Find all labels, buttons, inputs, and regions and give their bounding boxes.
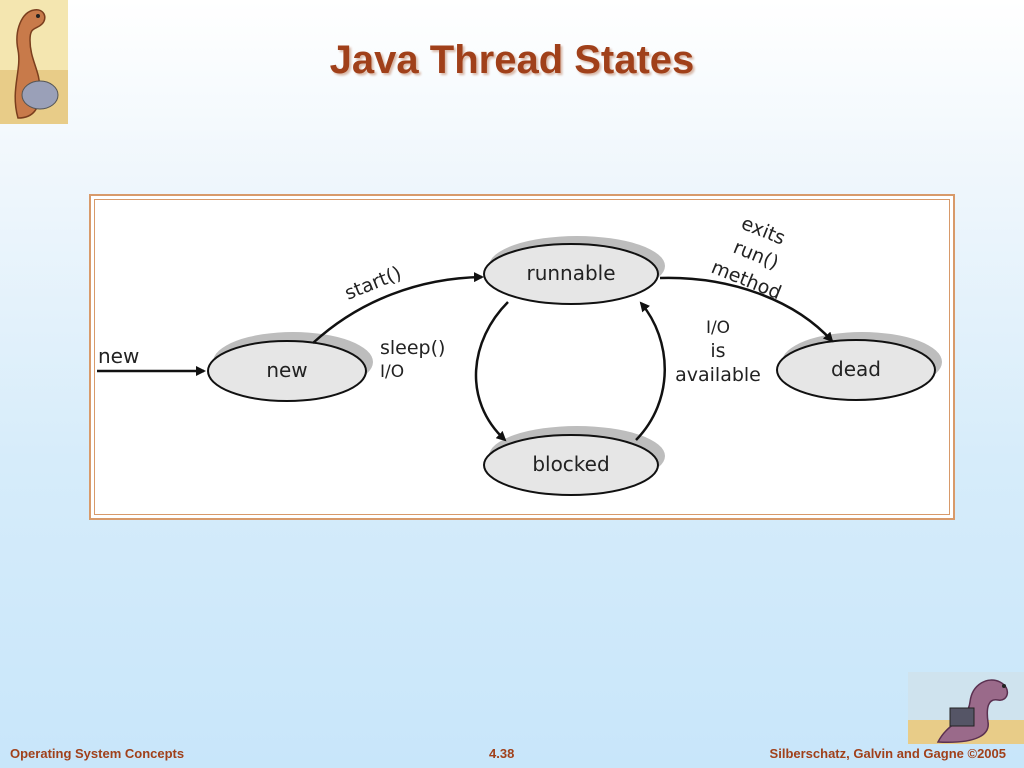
io-label-line3: available xyxy=(675,364,761,386)
state-new-label: new xyxy=(266,358,307,382)
state-runnable-label: runnable xyxy=(526,261,615,285)
sleep-arrow xyxy=(474,301,509,442)
state-blocked-label: blocked xyxy=(532,452,609,476)
entry-label: new xyxy=(98,344,139,368)
slide-title: Java Thread States xyxy=(329,38,695,82)
io-label-line1: I/O xyxy=(706,318,730,338)
state-dead-label: dead xyxy=(831,357,881,381)
footer-copyright: Silberschatz, Galvin and Gagne ©2005 xyxy=(769,746,1006,761)
exits-arrow xyxy=(659,276,834,343)
io-label-line2: is xyxy=(710,340,725,362)
start-arrow xyxy=(312,272,484,344)
footer-course: Operating System Concepts xyxy=(10,746,185,761)
footer-page-number: 4.38 xyxy=(489,746,515,761)
sleep-label-line2: I/O xyxy=(380,362,404,382)
state-runnable-node xyxy=(483,243,659,305)
state-new-node xyxy=(207,340,367,402)
dinosaur-logo-bottom-right xyxy=(908,672,1024,744)
state-dead-node xyxy=(776,339,936,401)
diagram-inner-border xyxy=(94,199,950,515)
state-blocked-node xyxy=(483,434,659,496)
dinosaur-logo-top-left xyxy=(0,0,68,124)
io-available-arrow xyxy=(635,301,666,441)
start-label: start() xyxy=(342,262,405,305)
sleep-label-line1: sleep() xyxy=(380,337,445,359)
